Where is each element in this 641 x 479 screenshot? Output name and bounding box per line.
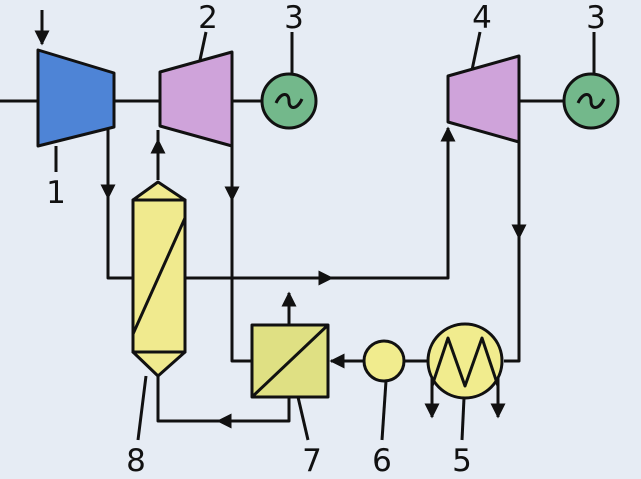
label-recuperator: 7 <box>302 443 322 479</box>
turbine4-icon <box>446 54 521 144</box>
pump-icon <box>362 339 406 383</box>
heat-exchanger-icon <box>426 322 504 400</box>
label-heat-exchanger: 5 <box>452 443 472 479</box>
column-vessel-icon <box>131 180 187 378</box>
compressor-icon <box>36 48 116 148</box>
turbine4-exhaust-line <box>504 236 521 363</box>
label-column: 8 <box>126 443 146 479</box>
label-generator-left: 3 <box>284 0 304 36</box>
turbine-icon <box>158 50 234 148</box>
recuperator-icon <box>250 323 330 399</box>
generator-right-icon <box>562 72 620 130</box>
label-turbine-second: 4 <box>472 0 492 36</box>
callout-leaders <box>54 31 596 441</box>
label-turbine: 2 <box>198 0 218 36</box>
turbine2-exhaust-line <box>230 198 252 363</box>
generator-left-icon <box>260 72 318 130</box>
label-pump: 6 <box>372 443 392 479</box>
label-generator-right: 3 <box>586 0 606 36</box>
label-compressor: 1 <box>46 175 66 211</box>
